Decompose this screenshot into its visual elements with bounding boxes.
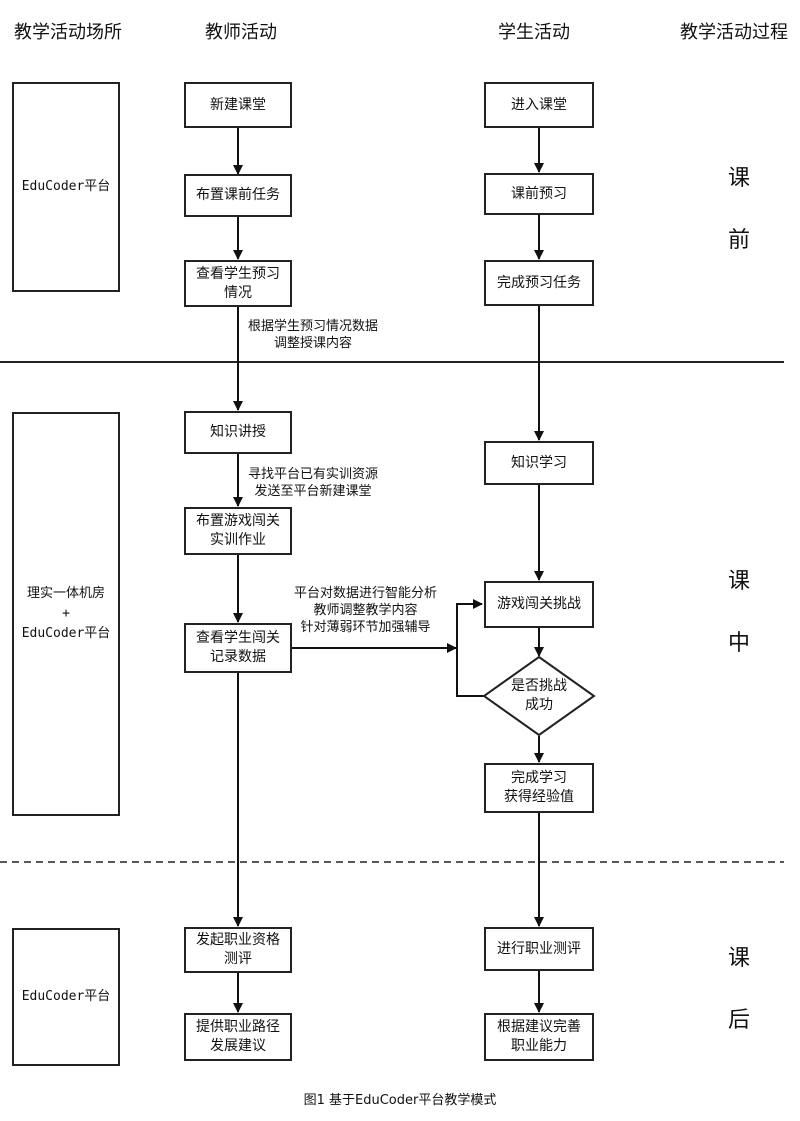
teacher-assign-preview: 布置课前任务 — [184, 174, 292, 217]
venue-box-mid: 理实一体机房 + EduCoder平台 — [12, 412, 120, 816]
decision-diamond — [482, 655, 596, 737]
student-preview: 课前预习 — [484, 173, 594, 215]
teacher-check-preview: 查看学生预习 情况 — [184, 260, 292, 307]
teacher-assign-game: 布置游戏闯关 实训作业 — [184, 507, 292, 555]
note-adjust-content: 根据学生预习情况数据 调整授课内容 — [248, 319, 379, 351]
phase-post-char2: 后 — [728, 1008, 751, 1033]
teacher-lecture: 知识讲授 — [184, 411, 292, 454]
header-venue: 教学活动场所 — [14, 22, 122, 43]
phase-pre-char1: 课 — [728, 166, 751, 191]
header-student: 学生活动 — [498, 22, 570, 43]
teacher-launch-eval: 发起职业资格 测评 — [184, 927, 292, 973]
student-study: 知识学习 — [484, 441, 594, 485]
figure-caption: 图1 基于EduCoder平台教学模式 — [303, 1093, 497, 1108]
student-enter-class: 进入课堂 — [484, 82, 594, 128]
student-finish-preview: 完成预习任务 — [484, 260, 594, 306]
phase-pre-char2: 前 — [728, 228, 751, 253]
student-challenge: 游戏闯关挑战 — [484, 581, 594, 628]
note-resources: 寻找平台已有实训资源 发送至平台新建课堂 — [248, 467, 379, 499]
header-teacher: 教师活动 — [205, 22, 277, 43]
venue-label: + — [62, 606, 70, 621]
student-improve: 根据建议完善 职业能力 — [484, 1013, 594, 1061]
venue-label: EduCoder平台 — [21, 989, 111, 1004]
venue-label: EduCoder平台 — [21, 626, 111, 641]
student-career-eval: 进行职业测评 — [484, 927, 594, 971]
phase-post-char1: 课 — [728, 946, 751, 971]
header-process: 教学活动过程 — [680, 22, 788, 43]
decision-label: 是否挑战 成功 — [511, 678, 567, 713]
teacher-career-path: 提供职业路径 发展建议 — [184, 1013, 292, 1061]
venue-box-post: EduCoder平台 — [12, 928, 120, 1066]
venue-label: EduCoder平台 — [21, 179, 111, 194]
teacher-check-records: 查看学生闯关 记录数据 — [184, 623, 292, 673]
phase-mid-char1: 课 — [728, 569, 751, 594]
phase-mid-char2: 中 — [728, 631, 751, 656]
venue-box-pre: EduCoder平台 — [12, 82, 120, 292]
venue-label: 理实一体机房 — [26, 586, 105, 601]
teacher-new-class: 新建课堂 — [184, 82, 292, 128]
note-analysis: 平台对数据进行智能分析 教师调整教学内容 针对薄弱环节加强辅导 — [294, 586, 438, 635]
student-complete: 完成学习 获得经验值 — [484, 763, 594, 813]
